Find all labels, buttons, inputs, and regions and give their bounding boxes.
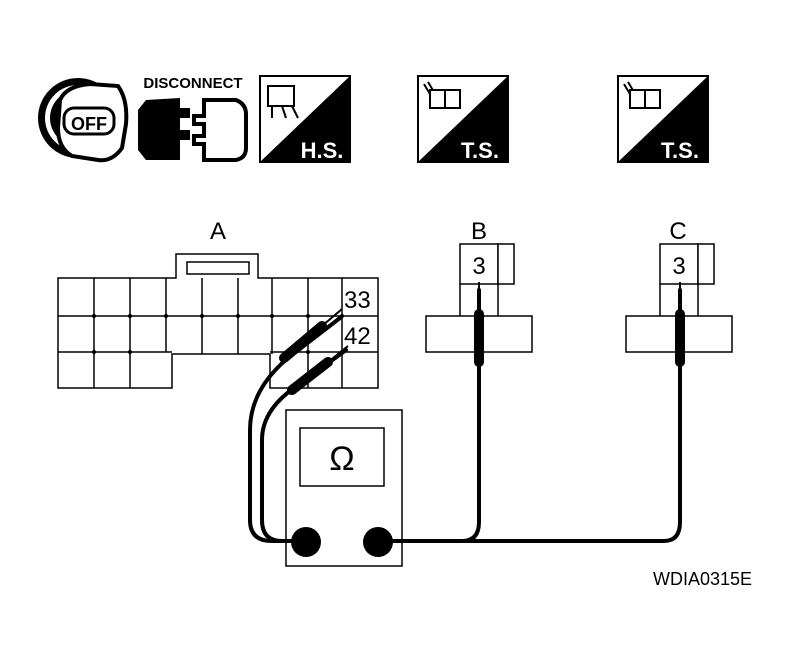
terminal-side-text-c: T.S.	[661, 138, 699, 163]
terminal-side-text-b: T.S.	[461, 138, 499, 163]
connector-a-pin-42: 42	[344, 323, 371, 350]
probe-pin-42	[287, 345, 349, 395]
connector-disconnect-icon: DISCONNECT	[138, 75, 248, 162]
harness-side-icon: H.S.	[259, 75, 351, 163]
terminal-side-icon-b: T.S.	[417, 75, 509, 163]
ohmmeter-display	[299, 427, 385, 487]
connector-a-label: A	[210, 218, 226, 245]
ignition-key-off-icon: OFF	[38, 78, 129, 163]
connector-a	[57, 253, 379, 389]
meter-jack-left	[291, 527, 321, 557]
connector-b-label: B	[471, 218, 487, 245]
connector-b-pin-3: 3	[472, 253, 485, 280]
connector-a-pin-33: 33	[344, 287, 371, 314]
harness-side-text: H.S.	[301, 138, 344, 163]
ignition-off-text: OFF	[71, 114, 107, 134]
figure-code: WDIA0315E	[653, 569, 752, 589]
connector-c-label: C	[669, 218, 686, 245]
terminal-side-icon-c: T.S.	[617, 75, 709, 163]
test-leads	[248, 288, 682, 543]
meter-jack-right	[363, 527, 393, 557]
disconnect-text: DISCONNECT	[143, 75, 242, 92]
ohm-symbol: Ω	[329, 440, 354, 478]
connector-c-pin-3: 3	[672, 253, 685, 280]
probe-pin-33	[279, 308, 343, 363]
